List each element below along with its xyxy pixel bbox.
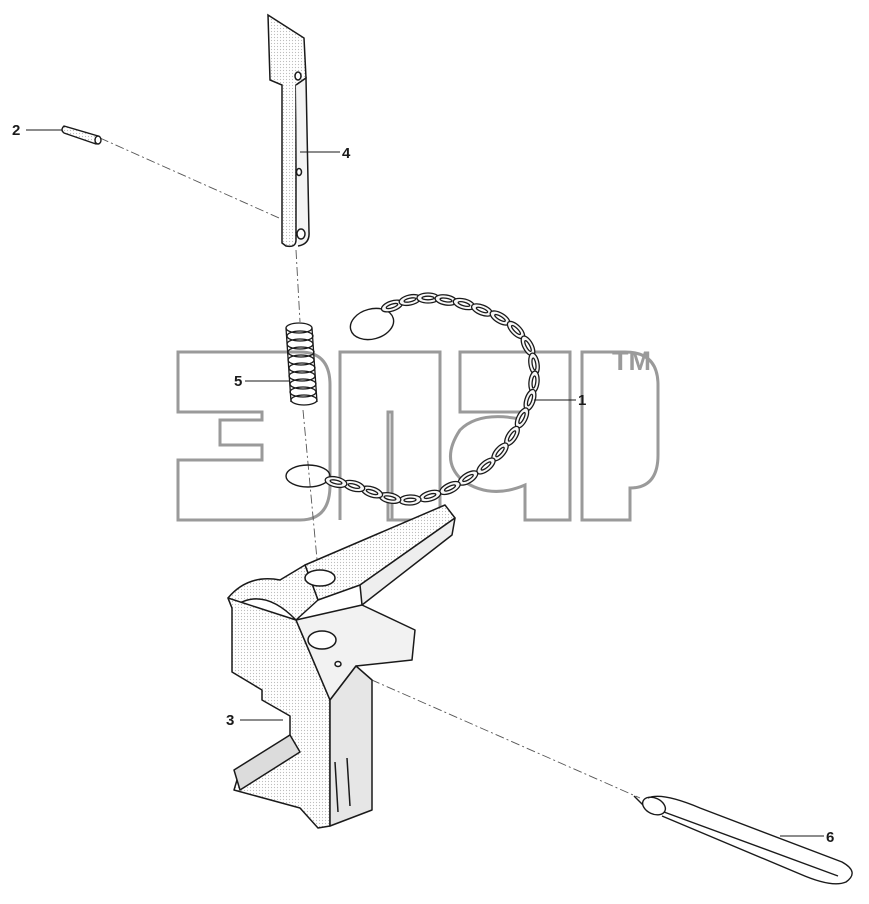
chain-link-hole bbox=[443, 484, 457, 492]
lock-pin-part-4 bbox=[267, 13, 310, 248]
chain-link-hole bbox=[518, 411, 526, 425]
chain-part-1 bbox=[285, 307, 395, 488]
watermark-letter-e bbox=[176, 350, 332, 522]
callout-labels bbox=[26, 129, 824, 837]
callout-2: 2 bbox=[12, 122, 20, 139]
chain-link-hole bbox=[403, 297, 417, 303]
chain-link-hole bbox=[531, 375, 537, 389]
assembly-axes bbox=[99, 137, 641, 799]
chain-ring-bottom bbox=[285, 464, 331, 488]
chain-link-hole bbox=[329, 479, 343, 485]
chain-ring-top bbox=[349, 307, 395, 341]
chain-link-hole bbox=[421, 295, 435, 301]
trademark-symbol: TM bbox=[612, 346, 651, 376]
chain-link-hole bbox=[526, 393, 534, 407]
chain-link-hole bbox=[495, 446, 505, 458]
brand-watermark-logo: TM bbox=[176, 346, 660, 522]
callout-5: 5 bbox=[234, 373, 242, 390]
chain-link-hole bbox=[439, 297, 453, 303]
chain-links bbox=[324, 292, 540, 506]
callout-numbers: 1 2 3 4 5 6 bbox=[12, 122, 834, 846]
small-pin-part-2 bbox=[61, 125, 102, 145]
cotter-clip-part-6 bbox=[633, 795, 853, 885]
callout-1: 1 bbox=[578, 392, 586, 409]
chain-link-hole bbox=[524, 339, 532, 353]
chain-link-hole bbox=[462, 473, 474, 483]
chain-link-hole bbox=[475, 306, 489, 314]
callout-4: 4 bbox=[342, 145, 351, 162]
chain-link-hole bbox=[347, 482, 361, 490]
spring-part-5 bbox=[285, 322, 318, 406]
chain-link-hole bbox=[385, 302, 399, 310]
chain-link-hole bbox=[457, 300, 471, 308]
callout-6: 6 bbox=[826, 829, 834, 846]
callout-3: 3 bbox=[226, 712, 234, 729]
chain-link-hole bbox=[423, 492, 437, 500]
chain-link-hole bbox=[494, 313, 506, 323]
hitch-bracket-part-3 bbox=[227, 504, 456, 829]
chain-link-hole bbox=[510, 324, 522, 336]
watermark-letter-r bbox=[580, 350, 660, 522]
watermark-letter-a bbox=[449, 350, 572, 522]
chain-link-hole bbox=[480, 461, 492, 471]
chain-link-hole bbox=[507, 430, 517, 442]
chain-link-hole bbox=[365, 488, 379, 496]
chain-link-hole bbox=[531, 357, 537, 371]
chain-link-hole bbox=[403, 497, 417, 503]
chain-link-hole bbox=[383, 495, 397, 501]
